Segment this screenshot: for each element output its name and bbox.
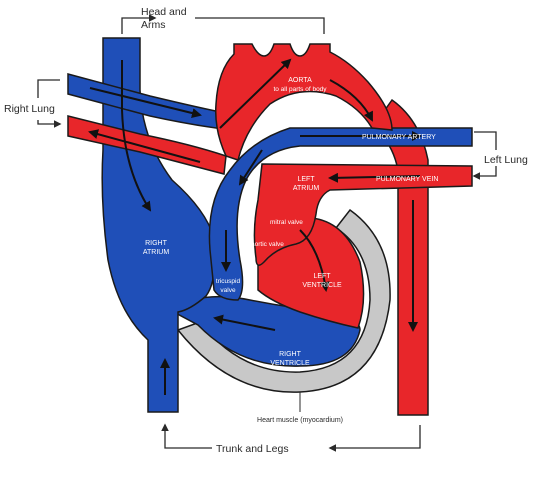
left-atrium-pulmonary-vein: [253, 163, 473, 266]
right-ventricle-label-2: VENTRICLE: [270, 360, 310, 367]
tricuspid-valve-label: tricuspid: [216, 278, 241, 285]
right-atrium-label-2: ATRIUM: [143, 249, 169, 256]
left-ventricle-label: LEFT: [313, 273, 331, 280]
left-ventricle-label-2: VENTRICLE: [302, 282, 342, 289]
right-pulmonary-vein: [67, 115, 227, 175]
pulmonary-artery-label: PULMONARY ARTERY: [362, 134, 436, 141]
pulmonary-artery-trunk: [208, 127, 473, 301]
left-atrium-label: LEFT: [297, 176, 315, 183]
head-arms-label-2: Arms: [141, 19, 166, 31]
right-ventricle-label: RIGHT: [279, 351, 302, 358]
right-atrium-label: RIGHT: [145, 240, 168, 247]
head-arms-label: Head and: [141, 6, 187, 18]
pulmonary-vein-label: PULMONARY VEIN: [376, 176, 438, 183]
right-lung-label: Right Lung: [4, 103, 55, 115]
trunk-legs-label: Trunk and Legs: [216, 443, 289, 455]
left-lung-label: Left Lung: [484, 154, 528, 166]
tricuspid-valve-label-2: valve: [220, 287, 236, 294]
external-arrows: [37, 14, 497, 452]
aorta-sublabel: to all parts of body: [273, 86, 327, 93]
flow-arrows: [88, 58, 422, 395]
aorta-label: AORTA: [288, 77, 312, 84]
left-atrium-label-2: ATRIUM: [293, 185, 319, 192]
aorta-arch: [214, 43, 393, 161]
aortic-valve-label: aortic valve: [251, 241, 284, 248]
heart-muscle-label: Heart muscle (myocardium): [257, 417, 343, 424]
mitral-valve-label: mitral valve: [270, 219, 303, 226]
